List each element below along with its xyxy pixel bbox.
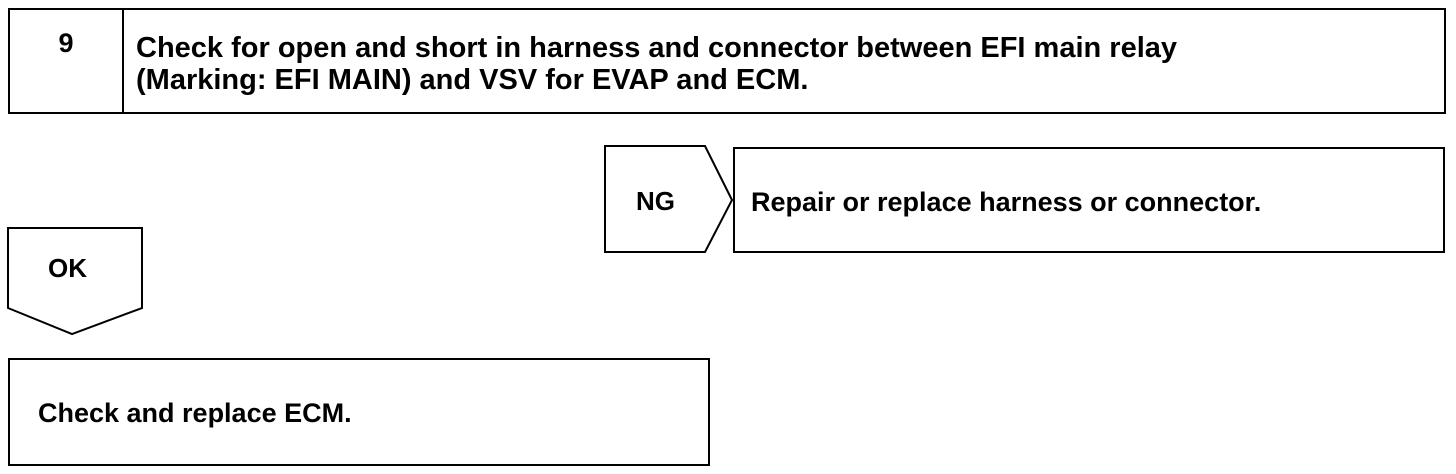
ok-label: OK (48, 253, 87, 283)
ng-arrow-shape (604, 145, 734, 253)
step-header-box: 9 Check for open and short in harness an… (8, 8, 1446, 114)
ok-arrow-shape (7, 227, 143, 336)
step-description-line-2: (Marking: EFI MAIN) and VSV for EVAP and… (136, 64, 809, 96)
step-description: Check for open and short in harness and … (136, 32, 1430, 96)
ng-label: NG (636, 186, 675, 216)
ng-action-text: Repair or replace harness or connector. (751, 187, 1262, 217)
ng-action-box: Repair or replace harness or connector. (733, 147, 1445, 253)
ok-action-text: Check and replace ECM. (38, 398, 352, 428)
ok-action-box: Check and replace ECM. (8, 358, 710, 466)
step-description-line-1: Check for open and short in harness and … (136, 32, 1178, 64)
step-number: 9 (10, 10, 124, 112)
